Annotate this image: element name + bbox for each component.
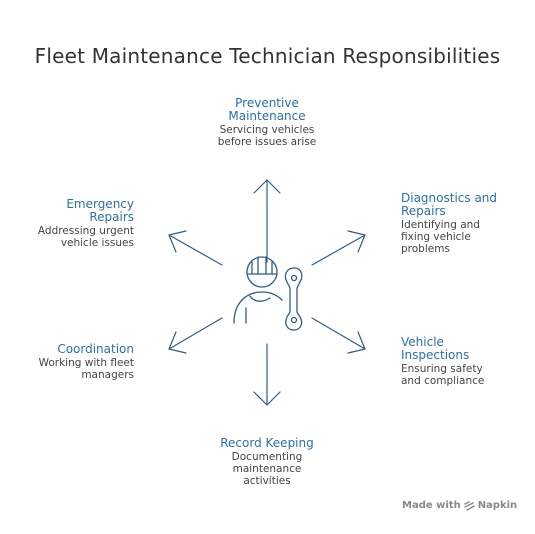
node-title: Emergency bbox=[66, 197, 134, 211]
technician-with-wrench-icon bbox=[233, 256, 303, 331]
node-description: activities bbox=[243, 475, 291, 487]
arrow-up bbox=[253, 179, 281, 263]
node-description: Ensuring safety bbox=[401, 363, 483, 375]
node-description: before issues arise bbox=[217, 136, 317, 148]
node-description: maintenance bbox=[232, 463, 302, 475]
node-description: problems bbox=[401, 243, 450, 255]
node-title: Diagnostics and bbox=[401, 191, 498, 205]
node-description: Addressing urgent bbox=[37, 225, 134, 237]
napkin-logo-icon bbox=[463, 500, 475, 511]
napkin-brand: Napkin bbox=[477, 500, 518, 511]
arrow-lower-left bbox=[168, 317, 223, 354]
arrow-upper-left bbox=[168, 230, 223, 266]
node-title: Coordination bbox=[57, 342, 134, 356]
made-with-label: Made with bbox=[402, 500, 461, 511]
node-description: Documenting bbox=[231, 451, 303, 463]
node-description: Servicing vehicles bbox=[219, 124, 315, 136]
node-title: Preventive bbox=[235, 96, 299, 110]
node-title: Inspections bbox=[401, 348, 470, 362]
node-record-keeping: Record Keeping Documenting maintenance a… bbox=[196, 436, 338, 488]
node-emergency-repairs: Emergency Repairs Addressing urgent vehi… bbox=[4, 197, 134, 250]
arrow-upper-right bbox=[311, 230, 366, 266]
node-title: Maintenance bbox=[228, 109, 306, 123]
node-description: fixing vehicle bbox=[401, 231, 471, 243]
node-description: Identifying and bbox=[401, 219, 480, 231]
arrow-lower-right bbox=[311, 317, 366, 354]
node-title: Record Keeping bbox=[220, 436, 314, 450]
node-title: Repairs bbox=[401, 204, 446, 218]
node-preventive-maintenance: Preventive Maintenance Servicing vehicle… bbox=[196, 96, 338, 149]
node-vehicle-inspections: Vehicle Inspections Ensuring safety and … bbox=[401, 335, 531, 388]
napkin-attribution[interactable]: Made with Napkin bbox=[402, 500, 517, 511]
node-description: and compliance bbox=[401, 375, 485, 387]
arrow-down bbox=[253, 343, 281, 406]
node-coordination: Coordination Working with fleet managers bbox=[4, 342, 134, 382]
page-title: Fleet Maintenance Technician Responsibil… bbox=[34, 44, 501, 68]
node-description: managers bbox=[81, 369, 134, 381]
node-diagnostics-and-repairs: Diagnostics and Repairs Identifying and … bbox=[401, 191, 531, 256]
node-description: Working with fleet bbox=[38, 357, 134, 369]
node-title: Vehicle bbox=[401, 335, 444, 349]
node-description: vehicle issues bbox=[60, 237, 134, 249]
node-title: Repairs bbox=[89, 210, 134, 224]
